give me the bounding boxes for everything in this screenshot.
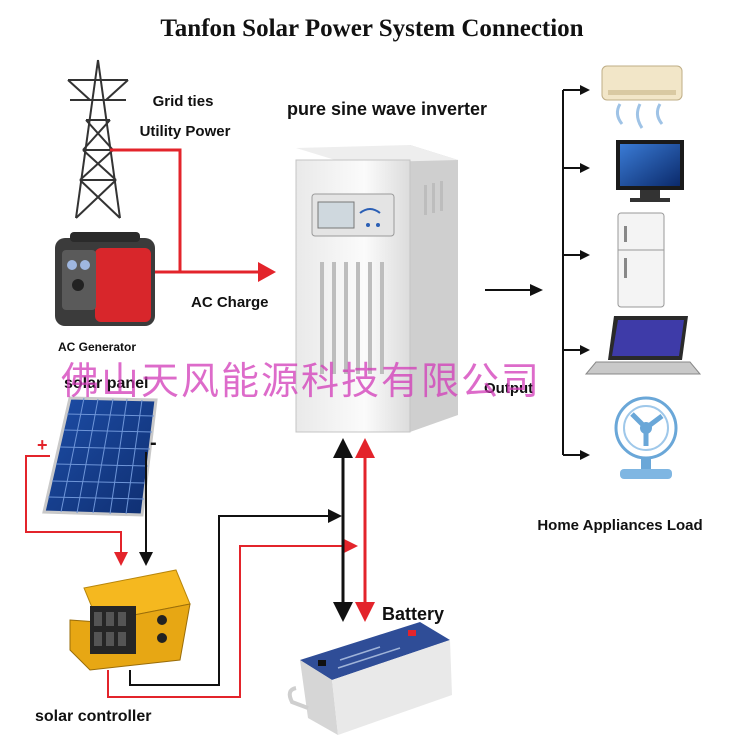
solar-panel-icon [42, 396, 158, 517]
refrigerator-icon [617, 212, 665, 308]
home-appliances-label: Home Appliances Load [537, 517, 702, 534]
output-label: Output [484, 380, 533, 397]
panel-negative-arrow [139, 552, 153, 566]
controller-positive-wire [107, 545, 346, 698]
battery-icon [287, 622, 452, 735]
solar-panel-label: solar panel [64, 375, 148, 392]
controller-negative-arrow [328, 509, 342, 523]
ac-generator-label: AC Generator [58, 340, 136, 354]
television-icon [616, 140, 684, 202]
solar-controller-icon [69, 569, 191, 671]
grid-ties-label: Grid ties [153, 93, 214, 110]
plus-terminal-label: + [37, 435, 48, 455]
air-conditioner-icon [601, 65, 683, 129]
appliance-arrowheads [580, 85, 590, 460]
controller-negative-wire [129, 515, 330, 686]
transmission-tower-icon [67, 59, 129, 219]
battery-label: Battery [382, 604, 444, 624]
laptop-icon [584, 316, 702, 375]
solar-controller-label: solar controller [35, 708, 151, 725]
company-watermark: 佛山天风能源科技有限公司 [61, 359, 541, 403]
fan-icon [614, 396, 678, 479]
utility-power-label: Utility Power [140, 123, 231, 140]
controller-positive-arrow [344, 539, 358, 553]
panel-positive-wire [25, 455, 122, 556]
battery-black-arrow-down [333, 602, 353, 622]
minus-terminal-label: - [150, 432, 157, 454]
inverter-cabinet-icon [295, 145, 458, 433]
ac-charge-arrow [258, 262, 276, 282]
battery-black-arrow-up [333, 438, 353, 458]
output-arrow-head [530, 284, 543, 296]
diagram-title: Tanfon Solar Power System Connection [160, 15, 583, 42]
battery-red-arrow-down [355, 602, 375, 622]
ac-charge-label: AC Charge [191, 294, 269, 311]
inverter-label: pure sine wave inverter [287, 99, 487, 119]
battery-red-arrow-up [355, 438, 375, 458]
panel-positive-arrow [114, 552, 128, 566]
ac-generator-icon [55, 232, 155, 326]
appliance-branches [563, 89, 583, 456]
